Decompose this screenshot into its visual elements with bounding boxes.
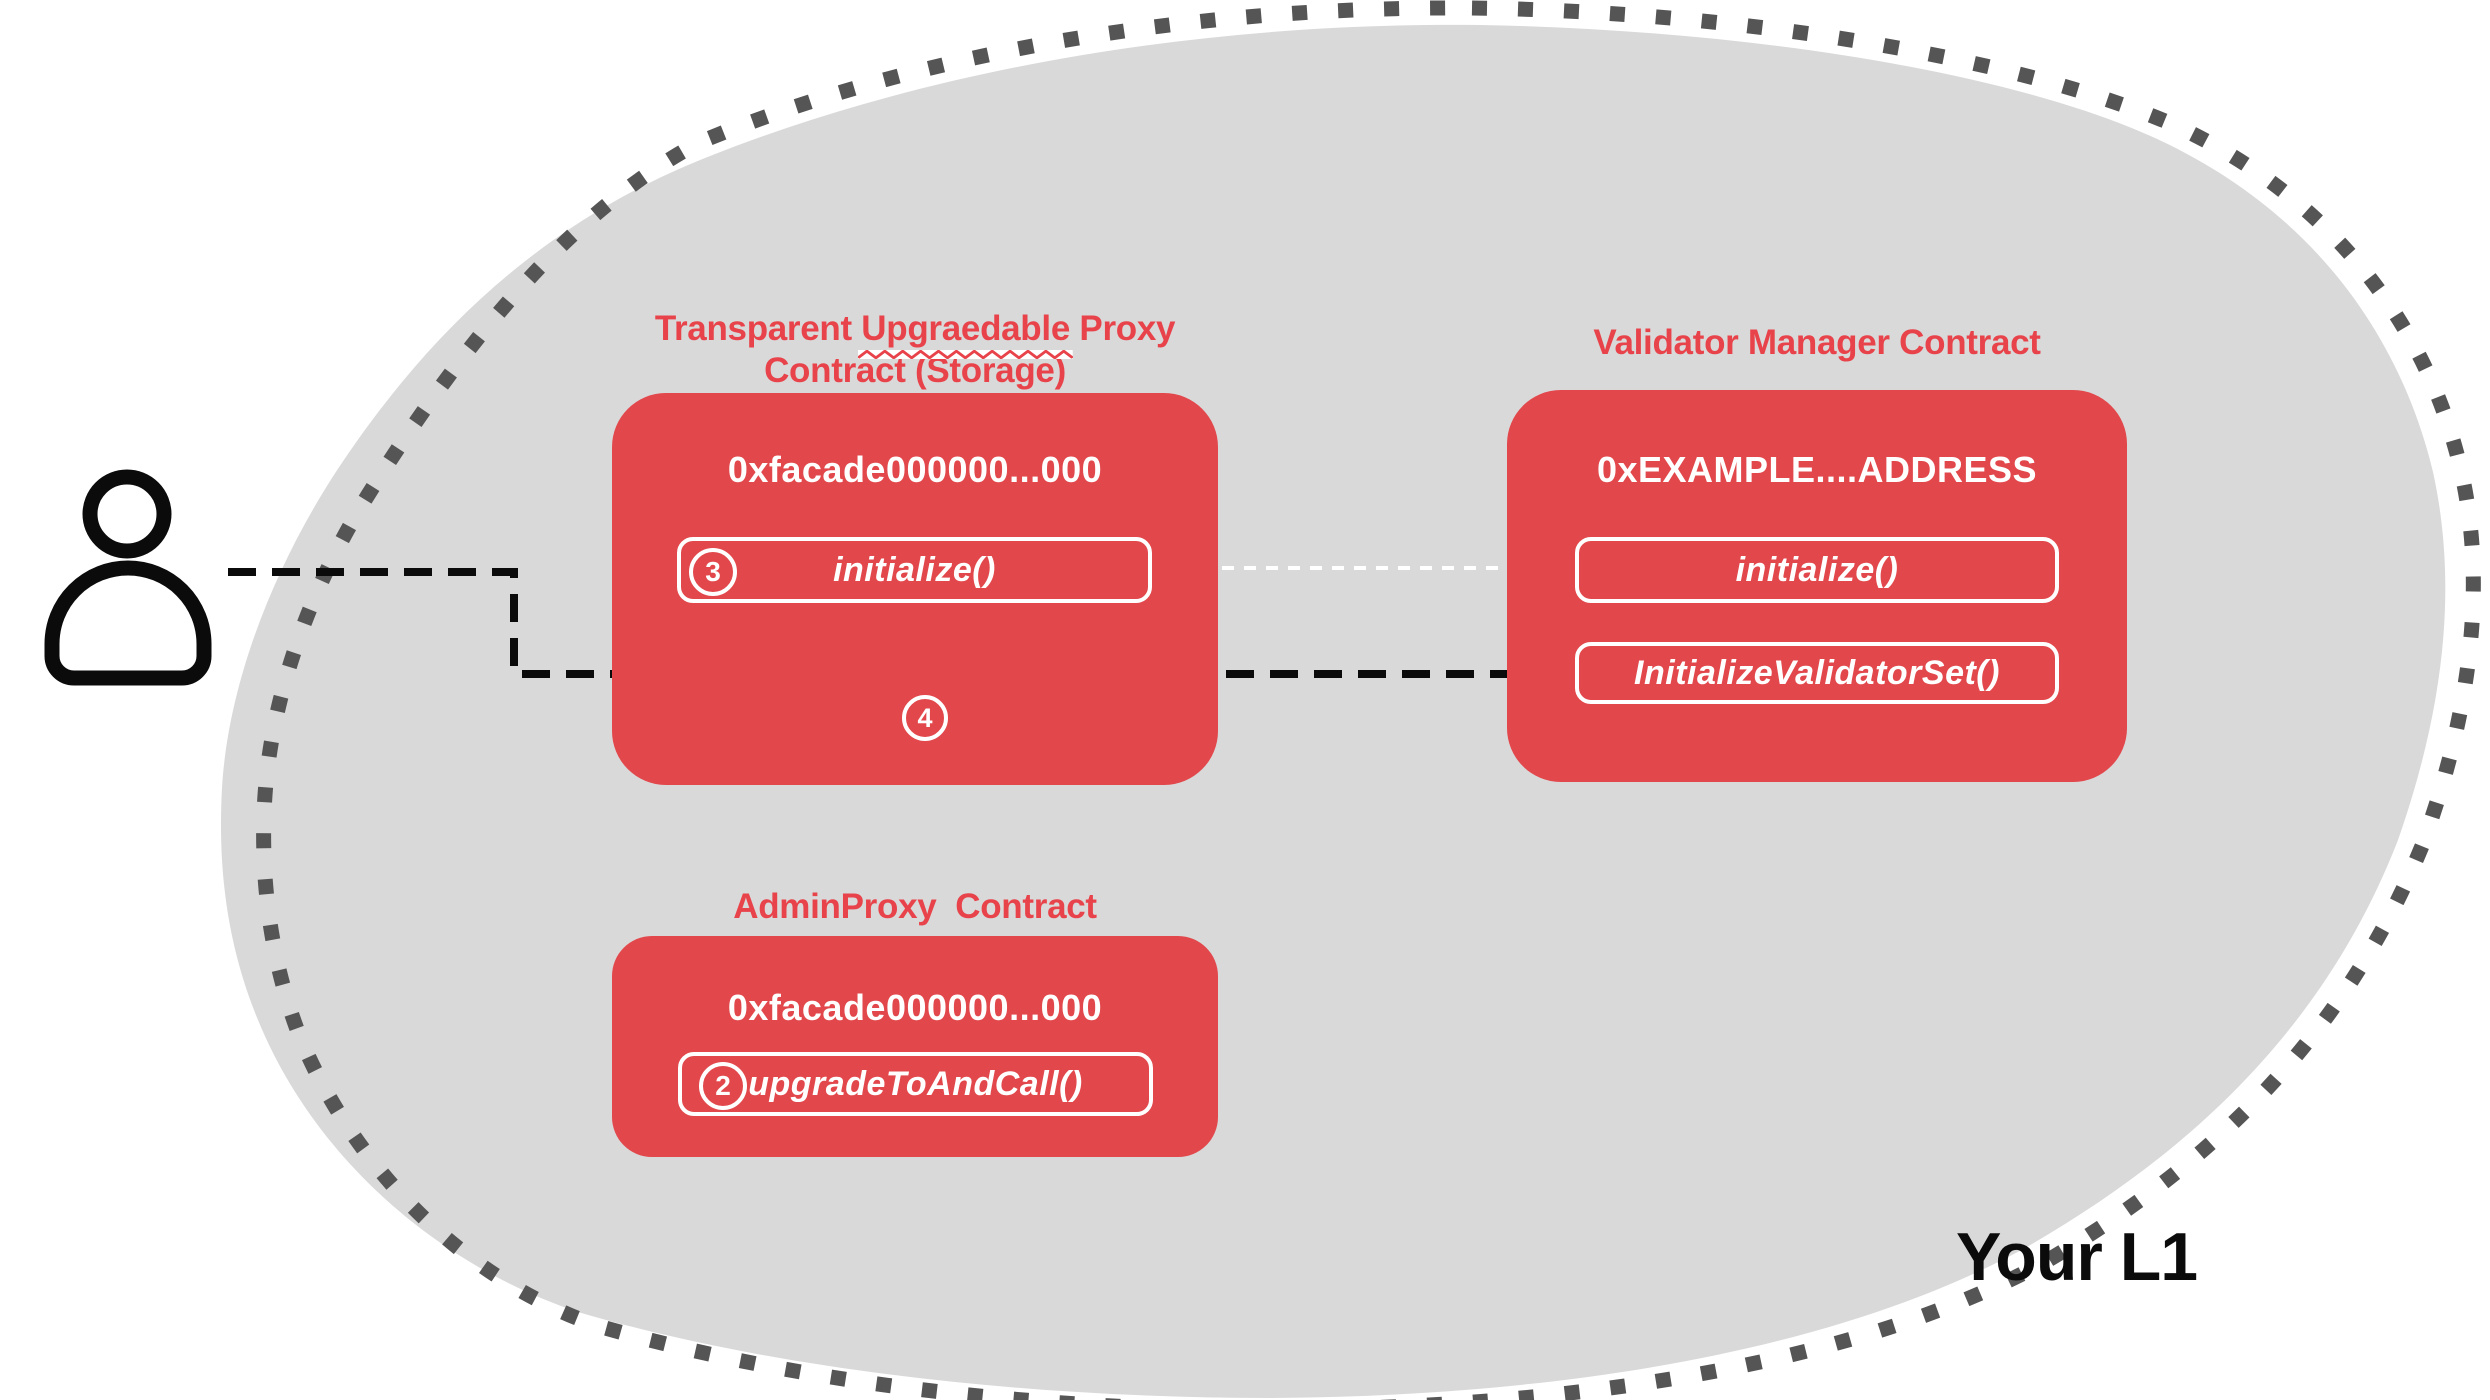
step-4-number: 4 <box>917 702 933 733</box>
step-4-badge: 4 <box>902 695 948 741</box>
user-icon-head <box>82 469 172 559</box>
step-2-number: 2 <box>715 1070 731 1101</box>
proxy-title-prefix: Transparent <box>654 309 862 348</box>
validator-manager-contract-box: 0xEXAMPLE....ADDRESS initialize() Initia… <box>1507 390 2127 782</box>
step-3-badge: 3 <box>689 548 737 596</box>
admin-upgradetoandcall-function: 2 upgradeToAndCall() <box>678 1052 1153 1116</box>
misspelled-word-wrap: Upgraedable <box>858 308 1073 359</box>
proxy-contract-box: 0xfacade000000...000 3 initialize() 4 <box>612 393 1218 785</box>
step-2-badge: 2 <box>699 1062 747 1110</box>
spellcheck-squiggle-icon <box>858 350 1073 359</box>
validator-initialize-function: initialize() <box>1575 537 2059 603</box>
admin-contract-address: 0xfacade000000...000 <box>727 987 1103 1028</box>
validator-initializevalidatorset-function: InitializeValidatorSet() <box>1575 642 2059 704</box>
user-icon <box>44 469 212 686</box>
user-icon-body <box>44 560 212 686</box>
admin-upgradetoandcall-label: upgradeToAndCall() <box>748 1064 1083 1103</box>
admin-proxy-contract-box: 0xfacade000000...000 2 upgradeToAndCall(… <box>612 936 1218 1157</box>
validator-initializevalidatorset-label: InitializeValidatorSet() <box>1634 653 2000 692</box>
region-label: Your L1 <box>1956 1219 2198 1295</box>
validator-initialize-label: initialize() <box>1735 550 1899 589</box>
proxy-contract-address: 0xfacade000000...000 <box>727 449 1103 490</box>
proxy-contract-title: Transparent Upgraedable Proxy Contract (… <box>540 308 1290 392</box>
proxy-title-misspelled-word: Upgraedable <box>861 309 1070 348</box>
validator-contract-title: Validator Manager Contract <box>1593 323 2041 362</box>
proxy-title-line1: Transparent Upgraedable Proxy <box>654 308 1176 359</box>
proxy-initialize-label: initialize() <box>833 550 996 589</box>
validator-contract-address: 0xEXAMPLE....ADDRESS <box>1596 449 2038 490</box>
admin-contract-title: AdminProxy Contract <box>733 887 1097 926</box>
proxy-title-suffix: Proxy <box>1069 309 1176 348</box>
proxy-initialize-function: 3 initialize() <box>677 537 1152 603</box>
l1-region-dotted-border <box>256 0 2481 1400</box>
step-3-number: 3 <box>705 556 721 587</box>
